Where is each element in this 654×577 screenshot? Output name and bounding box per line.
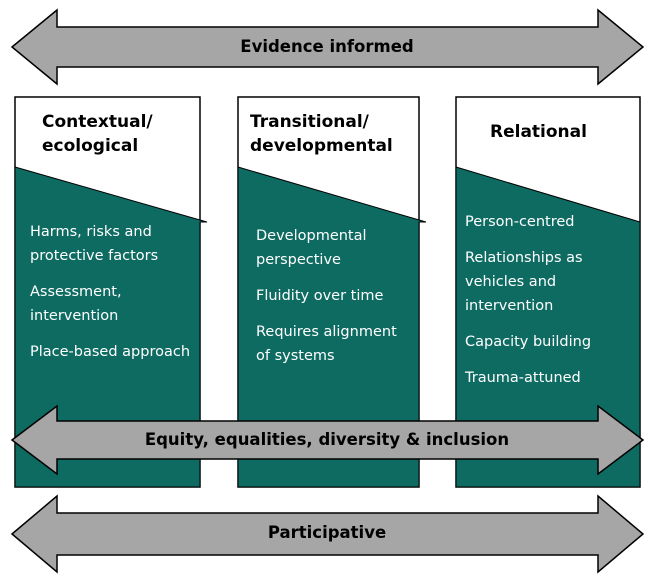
column-heading-1: Contextual/ ecological <box>42 110 153 158</box>
column-2-item-1-line1: Developmental <box>256 228 367 244</box>
column-1-item-3-line1: Place-based approach <box>30 344 191 360</box>
middle-arrow <box>10 404 645 476</box>
column-2-item-3: Requires alignment of systems <box>256 320 397 368</box>
column-1-items: Harms, risks and protective factors Asse… <box>30 220 190 376</box>
column-1-item-1-line2: protective factors <box>30 248 159 264</box>
column-heading-3: Relational <box>490 120 587 144</box>
top-arrow <box>10 8 645 86</box>
bottom-arrow <box>10 494 645 574</box>
bottom-arrow-label: Participative <box>267 523 387 542</box>
column-2-item-1: Developmental perspective <box>256 224 397 272</box>
column-heading-1-line1: Contextual/ <box>42 112 153 132</box>
column-1-item-2-line1: Assessment, <box>30 284 122 300</box>
column-heading-2-line1: Transitional/ <box>250 112 369 132</box>
column-2-items: Developmental perspective Fluidity over … <box>256 224 397 380</box>
column-heading-1-line2: ecological <box>42 136 139 156</box>
column-heading-2: Transitional/ developmental <box>250 110 393 158</box>
column-2-item-2: Fluidity over time <box>256 284 397 308</box>
column-3-item-2: Relationships as vehicles and interventi… <box>465 246 591 318</box>
column-1-item-2-line2: intervention <box>30 308 119 324</box>
middle-arrow-label: Equity, equalities, diversity & inclusio… <box>144 430 510 449</box>
column-1-item-3: Place-based approach <box>30 340 190 364</box>
column-1-item-1-line1: Harms, risks and <box>30 224 152 240</box>
column-3-item-4-line1: Trauma-attuned <box>465 370 581 386</box>
column-2-item-3-line2: of systems <box>256 348 335 364</box>
column-3-item-2-line1: Relationships as <box>465 250 583 266</box>
column-2-item-2-line1: Fluidity over time <box>256 288 384 304</box>
column-2-item-3-line1: Requires alignment <box>256 324 397 340</box>
column-3-item-3: Capacity building <box>465 330 591 354</box>
column-3-item-2-line3: intervention <box>465 298 554 314</box>
column-3-item-1-line1: Person-centred <box>465 214 575 230</box>
column-3-item-3-line1: Capacity building <box>465 334 592 350</box>
column-teal-3 <box>455 166 641 488</box>
column-3-item-4: Trauma-attuned <box>465 366 591 390</box>
top-arrow-label: Evidence informed <box>240 37 414 56</box>
column-heading-2-line2: developmental <box>250 136 393 156</box>
column-3-item-1: Person-centred <box>465 210 591 234</box>
column-1-item-1: Harms, risks and protective factors <box>30 220 190 268</box>
column-teal-1 <box>14 166 208 488</box>
column-2-item-1-line2: perspective <box>256 252 341 268</box>
column-1-item-2: Assessment, intervention <box>30 280 190 328</box>
column-3-items: Person-centred Relationships as vehicles… <box>465 210 591 402</box>
column-heading-3-line1: Relational <box>490 122 587 142</box>
column-3-item-2-line2: vehicles and <box>465 274 557 290</box>
